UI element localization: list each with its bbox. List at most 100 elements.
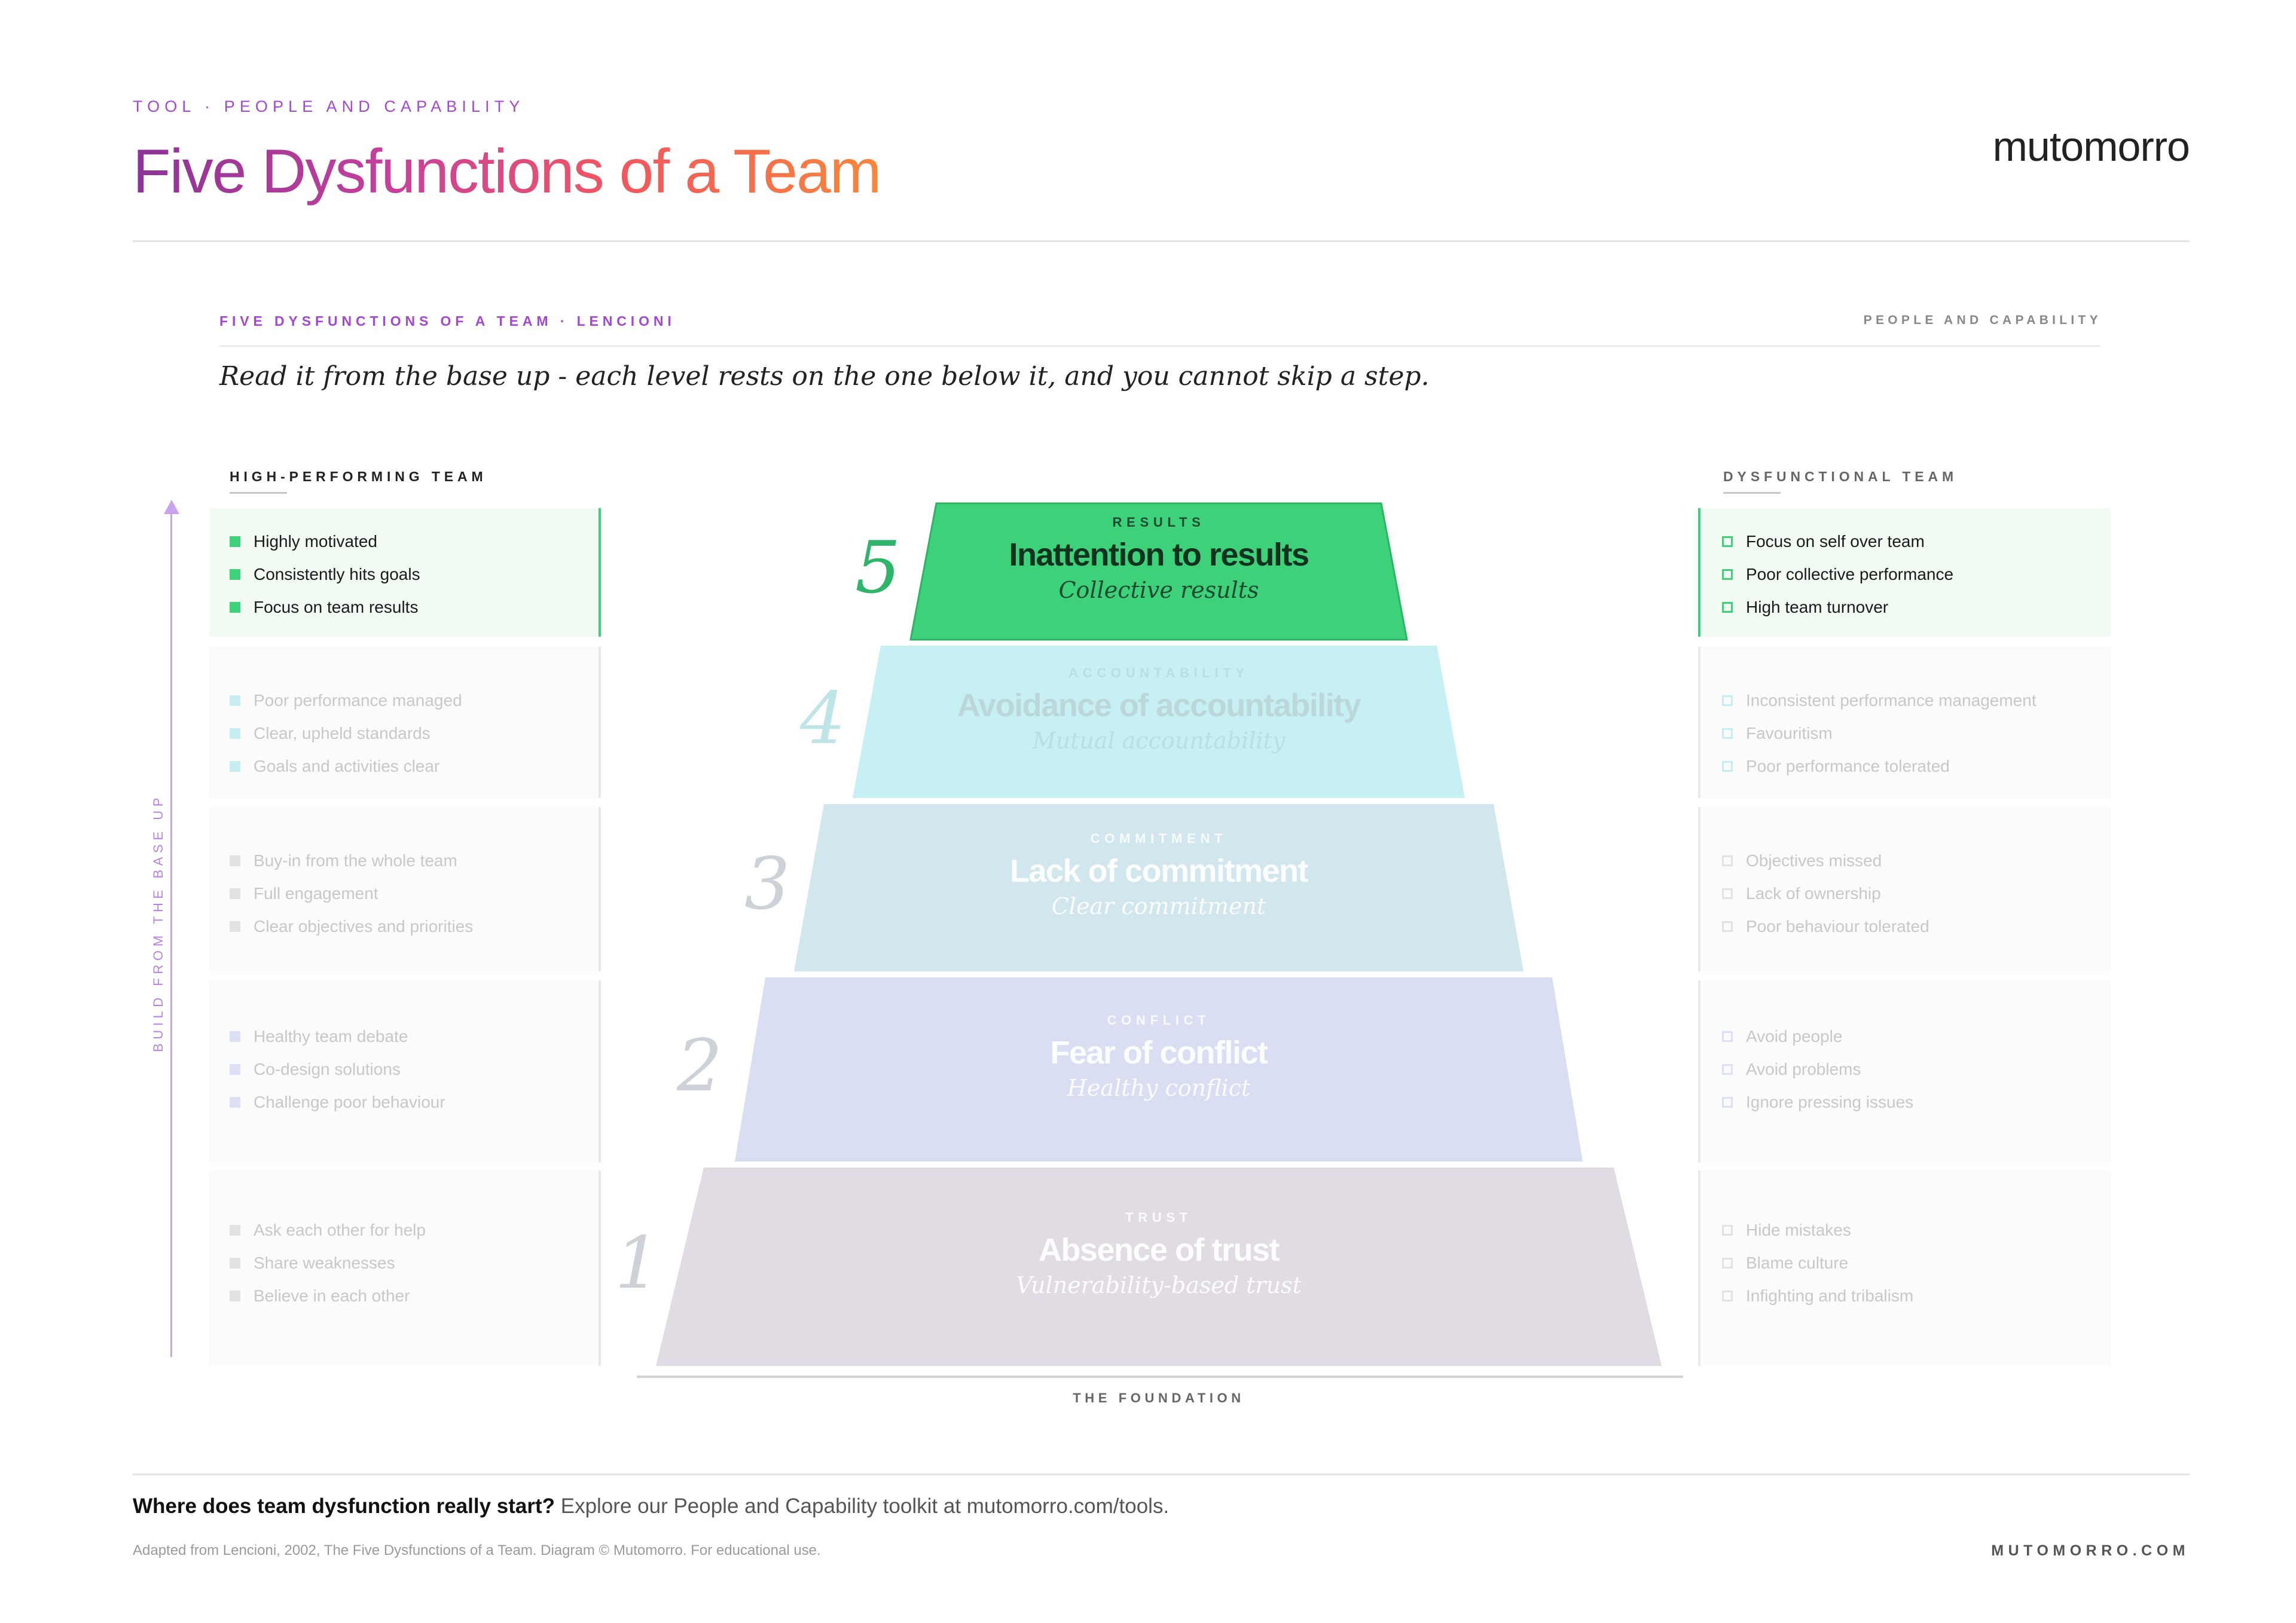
trait-text: Challenge poor behaviour: [254, 1092, 445, 1111]
pyramid-level-2[interactable]: [735, 977, 1583, 1162]
trait-item: Share weaknesses: [230, 1246, 599, 1279]
trait-item: Challenge poor behaviour: [230, 1086, 599, 1118]
empty-square-icon: [1722, 855, 1733, 866]
trait-text: Lack of ownership: [1746, 884, 1881, 903]
trait-text: Clear objectives and priorities: [254, 916, 474, 936]
pyramid-level-4[interactable]: [853, 646, 1465, 798]
footer-divider: [133, 1474, 2190, 1475]
level-number-3: 3: [744, 843, 790, 926]
trait-item: Co-design solutions: [230, 1053, 599, 1086]
brand-logo[interactable]: mutomorro: [1992, 123, 2190, 170]
level-title: Fear of conflict: [1050, 1035, 1268, 1071]
heading-underline: [1723, 492, 1781, 494]
pyramid-level-3[interactable]: [794, 804, 1523, 971]
level-eyebrow: CONFLICT: [1107, 1013, 1211, 1028]
empty-square-icon: [1722, 1290, 1733, 1301]
dysfunctional-heading-text: DYSFUNCTIONAL TEAM: [1723, 469, 1958, 484]
trait-item: Favouritism: [1722, 717, 2111, 750]
trait-text: Focus on team results: [254, 597, 419, 616]
trait-item: Focus on team results: [230, 591, 599, 623]
axis-line: [170, 508, 172, 1357]
filled-square-icon: [230, 695, 240, 706]
filled-square-icon: [230, 536, 240, 547]
trait-text: Favouritism: [1746, 723, 1833, 742]
filled-square-icon: [230, 728, 240, 739]
trait-text: Consistently hits goals: [254, 564, 420, 583]
filled-square-icon: [230, 568, 240, 580]
empty-square-icon: [1722, 888, 1733, 899]
trait-item: Avoid people: [1722, 1020, 2111, 1053]
pyramid-level-1[interactable]: [656, 1167, 1662, 1366]
trait-item: Buy-in from the whole team: [230, 844, 599, 877]
empty-square-icon: [1722, 1224, 1733, 1236]
level-title: Lack of commitment: [1009, 853, 1309, 889]
foundation-line: [637, 1376, 1683, 1378]
reading-instruction: Read it from the base up - each level re…: [219, 361, 1430, 392]
page-title: Five Dysfunctions of a Team: [133, 133, 881, 210]
level-title: Inattention to results: [1009, 537, 1309, 573]
level-eyebrow: ACCOUNTABILITY: [1068, 665, 1249, 680]
level-number-4: 4: [800, 677, 846, 760]
trait-text: Inconsistent performance management: [1746, 690, 2037, 710]
level-title: Avoidance of accountability: [957, 687, 1361, 723]
empty-square-icon: [1722, 760, 1733, 772]
site-link[interactable]: MUTOMORRO.COM: [1991, 1542, 2190, 1559]
empty-square-icon: [1722, 1096, 1733, 1108]
trait-item: High team turnover: [1722, 591, 2111, 623]
footer-cta: Where does team dysfunction really start…: [133, 1494, 1169, 1518]
trait-item: Poor behaviour tolerated: [1722, 910, 2111, 943]
trait-item: Objectives missed: [1722, 844, 2111, 877]
footer-credit: Adapted from Lencioni, 2002, The Five Dy…: [133, 1542, 821, 1558]
trait-text: Highly motivated: [254, 531, 377, 551]
trait-item: Poor collective performance: [1722, 558, 2111, 591]
trait-item: Hide mistakes: [1722, 1214, 2111, 1246]
trait-item: Ignore pressing issues: [1722, 1086, 2111, 1118]
trait-text: Blame culture: [1746, 1253, 1849, 1272]
empty-square-icon: [1722, 921, 1733, 932]
trait-item: Consistently hits goals: [230, 558, 599, 591]
empty-square-icon: [1722, 1257, 1733, 1269]
trait-text: High team turnover: [1746, 597, 1889, 616]
header-divider: [133, 240, 2190, 242]
high-performing-heading: HIGH-PERFORMING TEAM: [230, 469, 487, 494]
level-eyebrow: RESULTS: [1112, 515, 1205, 530]
cta-link-text[interactable]: Explore our People and Capability toolki…: [555, 1494, 1170, 1518]
trait-text: Poor collective performance: [1746, 564, 1954, 583]
trait-text: Avoid people: [1746, 1026, 1843, 1046]
filled-square-icon: [230, 601, 240, 613]
filled-square-icon: [230, 1290, 240, 1301]
card-subtitle: FIVE DYSFUNCTIONS OF A TEAM · LENCIONI: [219, 313, 676, 329]
level-title: Absence of trust: [1038, 1232, 1280, 1268]
trait-item: Healthy team debate: [230, 1020, 599, 1053]
trait-text: Poor performance managed: [254, 690, 462, 710]
trait-text: Infighting and tribalism: [1746, 1286, 1914, 1305]
heading-underline: [230, 492, 287, 494]
trait-item: Poor performance managed: [230, 684, 599, 717]
trait-text: Avoid problems: [1746, 1059, 1861, 1078]
level-number-2: 2: [677, 1025, 723, 1108]
level-number-1: 1: [615, 1222, 661, 1305]
trait-text: Focus on self over team: [1746, 531, 1925, 551]
cta-question: Where does team dysfunction really start…: [133, 1494, 555, 1518]
trait-text: Poor performance tolerated: [1746, 756, 1950, 775]
trait-item: Poor performance tolerated: [1722, 750, 2111, 783]
filled-square-icon: [230, 760, 240, 772]
filled-square-icon: [230, 888, 240, 899]
filled-square-icon: [230, 1096, 240, 1108]
pyramid-level-5[interactable]: [909, 502, 1408, 641]
level-number-5: 5: [855, 527, 901, 610]
